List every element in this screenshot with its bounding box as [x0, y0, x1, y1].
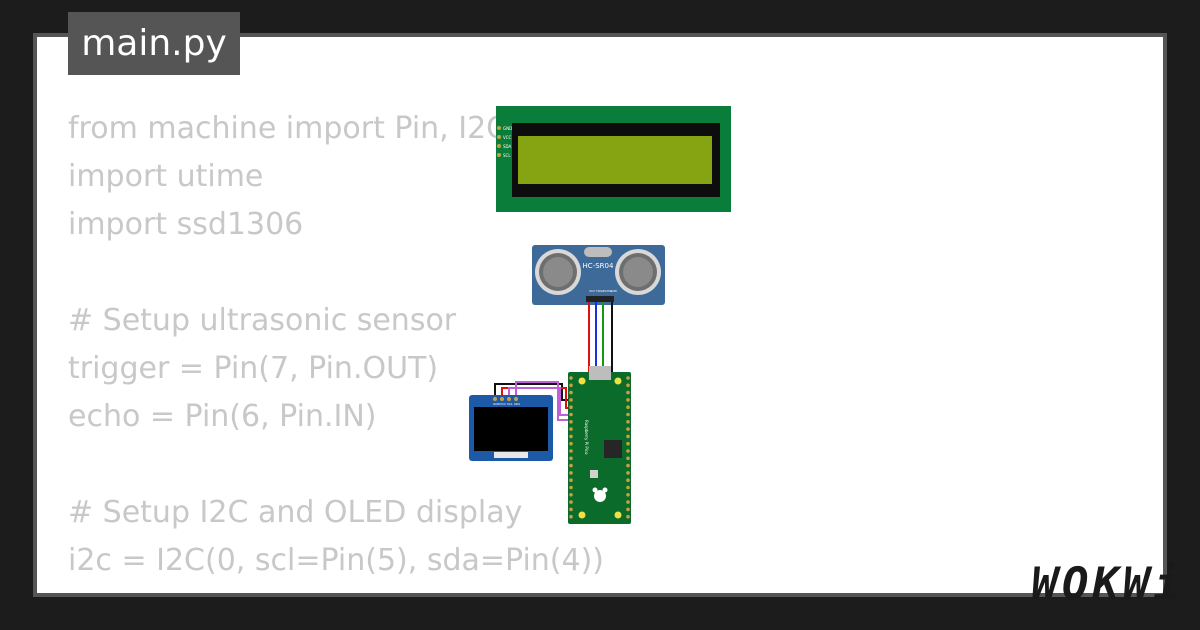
code-line: echo = Pin(6, Pin.IN)	[68, 399, 377, 434]
wokwi-logo: WOKWi	[1031, 559, 1184, 610]
pico-pin	[569, 514, 573, 519]
pico-pin	[626, 398, 630, 402]
pico-mount-hole	[614, 511, 622, 519]
oled-pin-label: SDA	[514, 402, 521, 406]
pico-pin	[626, 449, 630, 453]
pico-pin-row-left	[569, 376, 573, 519]
sensor-pin-header	[586, 296, 614, 302]
sensor-pin-label: VCC	[589, 289, 595, 293]
lcd-pin-label: SCL	[503, 153, 511, 158]
pico-pin	[626, 420, 630, 424]
pico-pin	[626, 471, 630, 475]
code-line: from machine import Pin, I2C	[68, 111, 508, 146]
code-line: # Setup ultrasonic sensor	[68, 303, 457, 338]
code-line: import utime	[68, 159, 264, 194]
sensor-transducer-right	[615, 249, 661, 295]
pico-pin	[626, 390, 630, 395]
sensor-label: HC-SR04	[583, 262, 614, 270]
pico-pin	[569, 441, 573, 446]
sensor-pin-label: TRIG	[595, 289, 604, 293]
pico-pin	[569, 427, 573, 431]
pico-pin	[569, 471, 573, 475]
raspberry-logo-icon	[592, 487, 608, 502]
lcd-pin-label: SDA	[503, 144, 512, 149]
sensor-crystal	[584, 247, 612, 257]
oled-screen	[474, 407, 548, 451]
oled-pin-label: GND	[493, 402, 501, 406]
pico-pin	[569, 485, 573, 490]
ultrasonic-sensor[interactable]: HC-SR04 VCC TRIG ECHO GND	[532, 245, 665, 305]
pico-button	[590, 470, 598, 478]
sensor-pin-label: ECHO	[603, 289, 612, 293]
pico-pin	[569, 405, 573, 410]
pico-pin	[626, 478, 630, 483]
pico-pin	[569, 383, 573, 388]
pico-pin	[626, 507, 630, 512]
oled-ribbon	[494, 452, 528, 458]
pico-chip	[604, 440, 622, 458]
pico-pin-row-right	[626, 376, 630, 519]
pico-pin	[569, 420, 573, 424]
pico-label: Raspberry Pi Pico	[584, 420, 589, 455]
lcd-pin-header: GND VCC SDA SCL	[497, 126, 512, 158]
pico-pin	[626, 485, 630, 490]
pico-pin	[569, 449, 573, 453]
pico-pin	[626, 493, 630, 497]
pico-pin	[569, 493, 573, 497]
pico-pin	[626, 427, 630, 431]
pico-pin	[626, 405, 630, 410]
lcd-display[interactable]: GND VCC SDA SCL	[496, 106, 731, 212]
code-line: oled = ssd1306.SSD1306_I2C(128, 64, i2c)	[68, 585, 715, 593]
pico-pin	[569, 507, 573, 512]
code-line: trigger = Pin(7, Pin.OUT)	[68, 351, 439, 386]
pico-pin	[626, 376, 630, 380]
pico-pin	[569, 463, 573, 468]
pico-pin	[626, 500, 630, 504]
pico-pin	[569, 434, 573, 439]
pico-usb-port	[589, 366, 611, 380]
pico-pin	[569, 398, 573, 402]
pico-pin	[626, 383, 630, 388]
pico-pin	[626, 441, 630, 446]
lcd-pin-label: GND	[503, 126, 512, 131]
pico-pin	[569, 376, 573, 380]
pico-pin	[626, 463, 630, 468]
oled-display[interactable]: GND VCC SCL SDA	[469, 395, 553, 461]
lcd-pin-label: VCC	[503, 135, 512, 140]
pico-pin	[626, 514, 630, 519]
lcd-screen	[518, 136, 712, 184]
oled-pin-label: SCL	[507, 402, 513, 406]
code-line: import ssd1306	[68, 207, 304, 242]
pico-pin	[569, 390, 573, 395]
sensor-transducer-left	[535, 249, 581, 295]
sensor-pin-label: GND	[610, 289, 618, 293]
code-preview: from machine import Pin, I2C import utime…	[68, 105, 715, 593]
code-line: i2c = I2C(0, scl=Pin(5), sda=Pin(4))	[68, 543, 604, 578]
code-line: # Setup I2C and OLED display	[68, 495, 523, 530]
pico-pin	[626, 456, 630, 461]
pico-pin	[626, 412, 630, 417]
wire-oled-scl	[508, 387, 572, 416]
file-tab[interactable]: main.py	[68, 12, 240, 75]
pico-pin	[569, 500, 573, 504]
pico-pin	[569, 478, 573, 483]
pico-mount-hole	[614, 377, 622, 385]
pico-mount-hole	[578, 511, 586, 519]
raspberry-pi-pico[interactable]: Raspberry Pi Pico	[568, 366, 631, 524]
pico-pin	[569, 456, 573, 461]
wire-oled-sda	[515, 381, 572, 421]
oled-pin-label: VCC	[500, 402, 506, 406]
pico-board	[568, 372, 631, 524]
pico-pin	[626, 434, 630, 439]
pico-pin	[569, 412, 573, 417]
pico-mount-hole	[578, 377, 586, 385]
